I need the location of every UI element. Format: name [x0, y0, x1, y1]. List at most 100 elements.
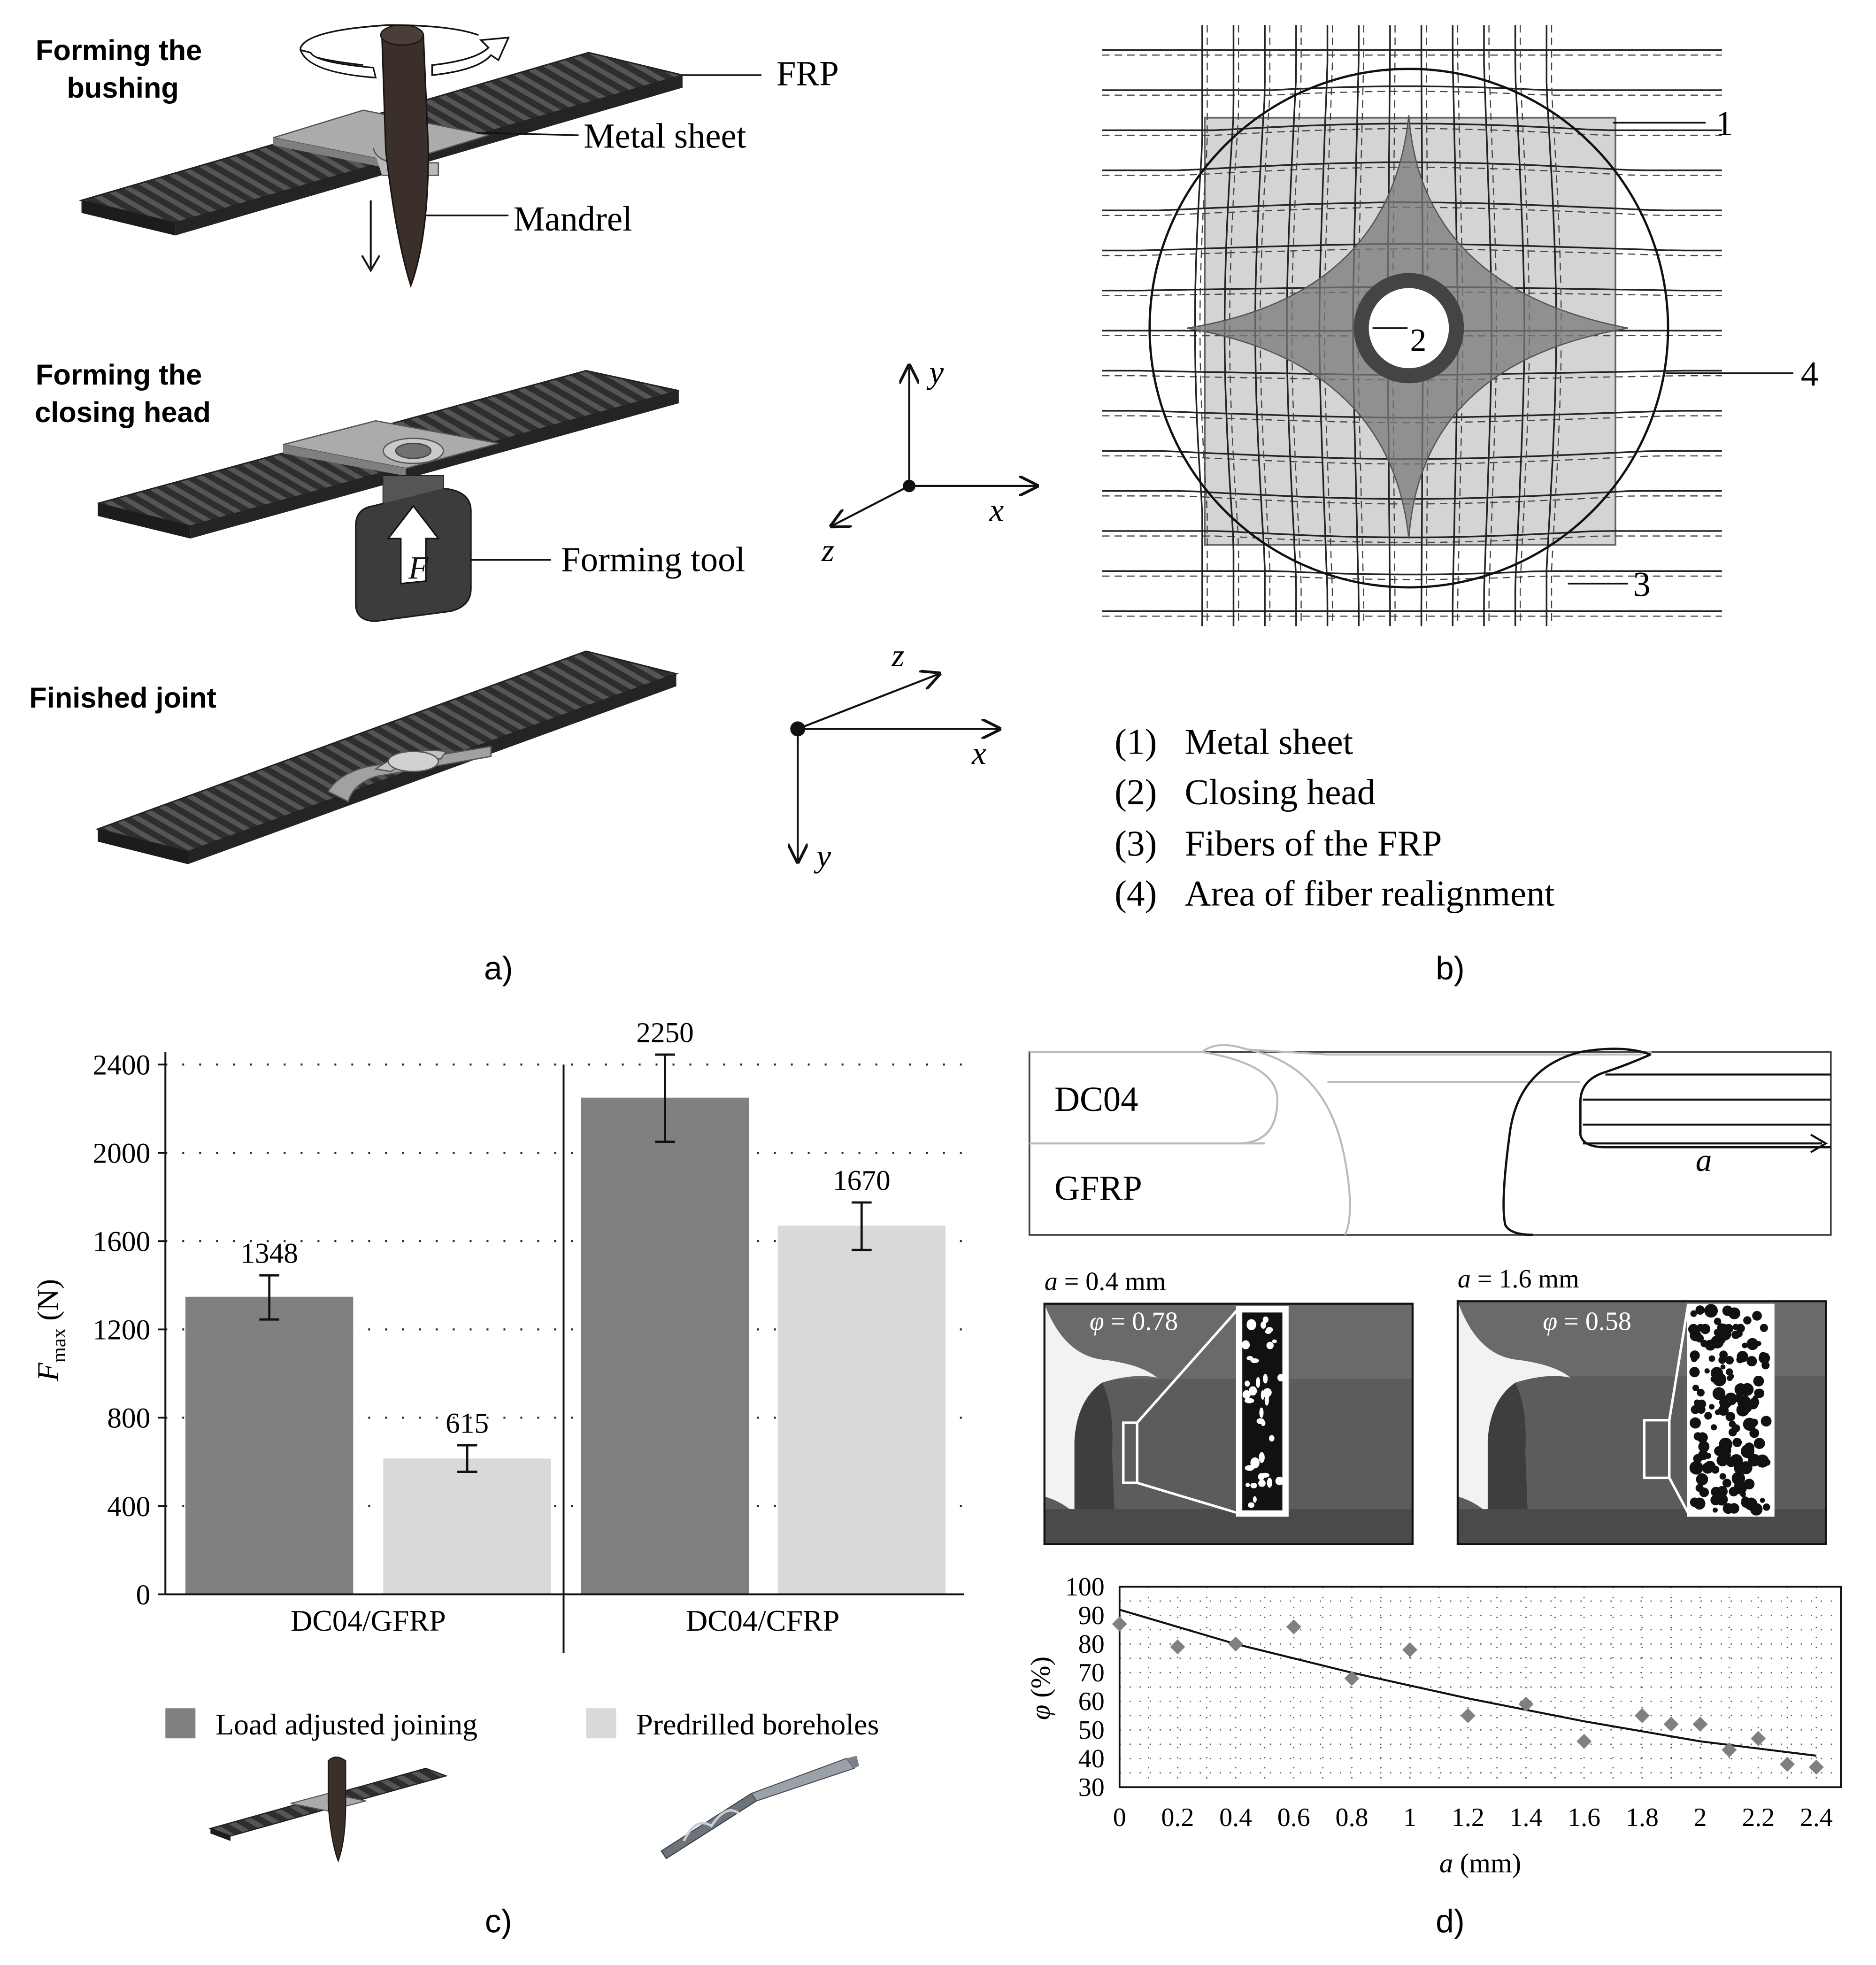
pore-gap	[1242, 1390, 1251, 1399]
fiber-dot	[1744, 1479, 1755, 1490]
label-forming-tool: Forming tool	[561, 540, 745, 579]
fiber-dot	[1761, 1416, 1772, 1427]
fiber-horizontal-dashed	[1102, 291, 1722, 296]
fiber-dot	[1697, 1388, 1705, 1397]
fiber-dot	[1762, 1503, 1770, 1511]
x-tick-label: 0.8	[1335, 1803, 1368, 1832]
label-mandrel: Mandrel	[514, 200, 632, 239]
caption-d: d)	[1436, 1903, 1465, 1940]
scatter-point	[1228, 1636, 1244, 1652]
pore-gap	[1250, 1358, 1259, 1363]
fiber-dot	[1730, 1454, 1743, 1467]
fiber-dot	[1722, 1503, 1734, 1514]
y-tick-label: 100	[1065, 1572, 1105, 1602]
fiber-dot	[1698, 1441, 1710, 1452]
pore-gap	[1241, 1340, 1250, 1349]
x-tick-label: 2.4	[1800, 1803, 1833, 1832]
fiber-dot	[1749, 1428, 1760, 1438]
micro1-phi: φ = 0.78	[1090, 1307, 1178, 1336]
x-tick-label: 1.4	[1510, 1803, 1543, 1832]
fiber-dot	[1713, 1507, 1718, 1513]
scatter-point	[1112, 1616, 1127, 1632]
pore-gap	[1249, 1386, 1257, 1396]
bar-value-label: 1670	[833, 1164, 891, 1196]
caption-b: b)	[1436, 950, 1465, 986]
axis1-x: x	[989, 492, 1004, 528]
pore-gap	[1275, 1476, 1284, 1486]
mandrel-icon	[380, 24, 430, 288]
scatter-point	[1751, 1731, 1766, 1746]
bar-chart-y-label: Fmax (N)	[31, 1279, 70, 1381]
callout-2: 2	[1410, 322, 1427, 358]
y-tick-label: 30	[1078, 1773, 1105, 1802]
scatter-point	[1576, 1734, 1592, 1749]
fiber-dot	[1688, 1324, 1699, 1335]
pore-gap	[1264, 1394, 1269, 1406]
fiber-dot	[1710, 1367, 1723, 1379]
axis1-y: y	[926, 354, 944, 390]
label-frp: FRP	[777, 54, 839, 93]
pore-gap	[1246, 1483, 1250, 1487]
micro1-title: a = 0.4 mm	[1045, 1267, 1166, 1296]
fiber-dot	[1728, 1307, 1740, 1319]
x-tick-label: 1	[1403, 1803, 1416, 1832]
fiber-dot	[1718, 1405, 1729, 1416]
y-tick-label: 2000	[93, 1138, 151, 1170]
bar-value-label: 615	[446, 1407, 489, 1439]
fiber-dot	[1746, 1338, 1759, 1350]
y-tick-label: 400	[107, 1491, 150, 1523]
x-tick-label: 2	[1694, 1803, 1707, 1832]
pore-gap	[1253, 1496, 1257, 1503]
scatter-point	[1286, 1619, 1301, 1634]
micro2-title: a = 1.6 mm	[1458, 1264, 1579, 1294]
x-tick-label: 0.4	[1219, 1803, 1252, 1832]
caption-a: a)	[484, 950, 513, 986]
pore-gap	[1262, 1316, 1269, 1323]
fiber-dot	[1753, 1438, 1765, 1449]
fiber-dot	[1710, 1495, 1721, 1505]
legend-b-num-2: (2)	[1115, 771, 1157, 812]
fiber-dot	[1712, 1387, 1726, 1400]
rotation-arrow-icon	[299, 24, 510, 79]
legend-label-predrilled: Predrilled boreholes	[636, 1708, 879, 1741]
fiber-dot	[1753, 1375, 1764, 1387]
pore-gap	[1258, 1480, 1266, 1487]
fiber-dot	[1708, 1355, 1715, 1362]
fiber-horizontal-dashed	[1102, 207, 1722, 216]
down-arrow-icon	[361, 200, 381, 273]
fiber-dot	[1754, 1388, 1763, 1397]
step3-title: Finished joint	[29, 681, 216, 714]
fiber-dot	[1714, 1318, 1722, 1325]
joint-cross-section-schematic	[1028, 1044, 1832, 1236]
y-tick-label: 40	[1078, 1744, 1105, 1773]
y-tick-label: 50	[1078, 1716, 1105, 1745]
scatter-point	[1518, 1696, 1534, 1712]
pore-gap	[1259, 1452, 1265, 1463]
pore-gap	[1265, 1329, 1272, 1334]
fiber-dot	[1725, 1356, 1734, 1365]
metal-sheet-2	[283, 420, 499, 476]
legend-b-text-4: Area of fiber realignment	[1184, 873, 1555, 913]
step2-title: Forming the closing head	[35, 358, 211, 428]
fiber-dot	[1717, 1335, 1726, 1344]
step1-title: Forming the bushing	[36, 34, 210, 104]
fiber-horizontal-dashed	[1102, 128, 1722, 136]
legend-b-num-1: (1)	[1115, 722, 1157, 762]
scatter-point	[1808, 1759, 1824, 1775]
x-tick-label: 0.6	[1277, 1803, 1310, 1832]
axis1-z: z	[821, 532, 834, 568]
fiber-dot	[1727, 1375, 1733, 1381]
fiber-dot	[1697, 1334, 1703, 1340]
legend-swatch-load-adjusted	[165, 1708, 196, 1739]
pore-gap	[1256, 1377, 1261, 1388]
micro2-phi: φ = 0.58	[1543, 1307, 1631, 1336]
fiber-dot	[1704, 1304, 1718, 1318]
scatter-point	[1722, 1742, 1737, 1757]
callout-4: 4	[1801, 355, 1818, 394]
axis2-y: y	[814, 838, 831, 874]
frp-strip-3	[95, 650, 679, 864]
fiber-dot	[1725, 1412, 1736, 1422]
